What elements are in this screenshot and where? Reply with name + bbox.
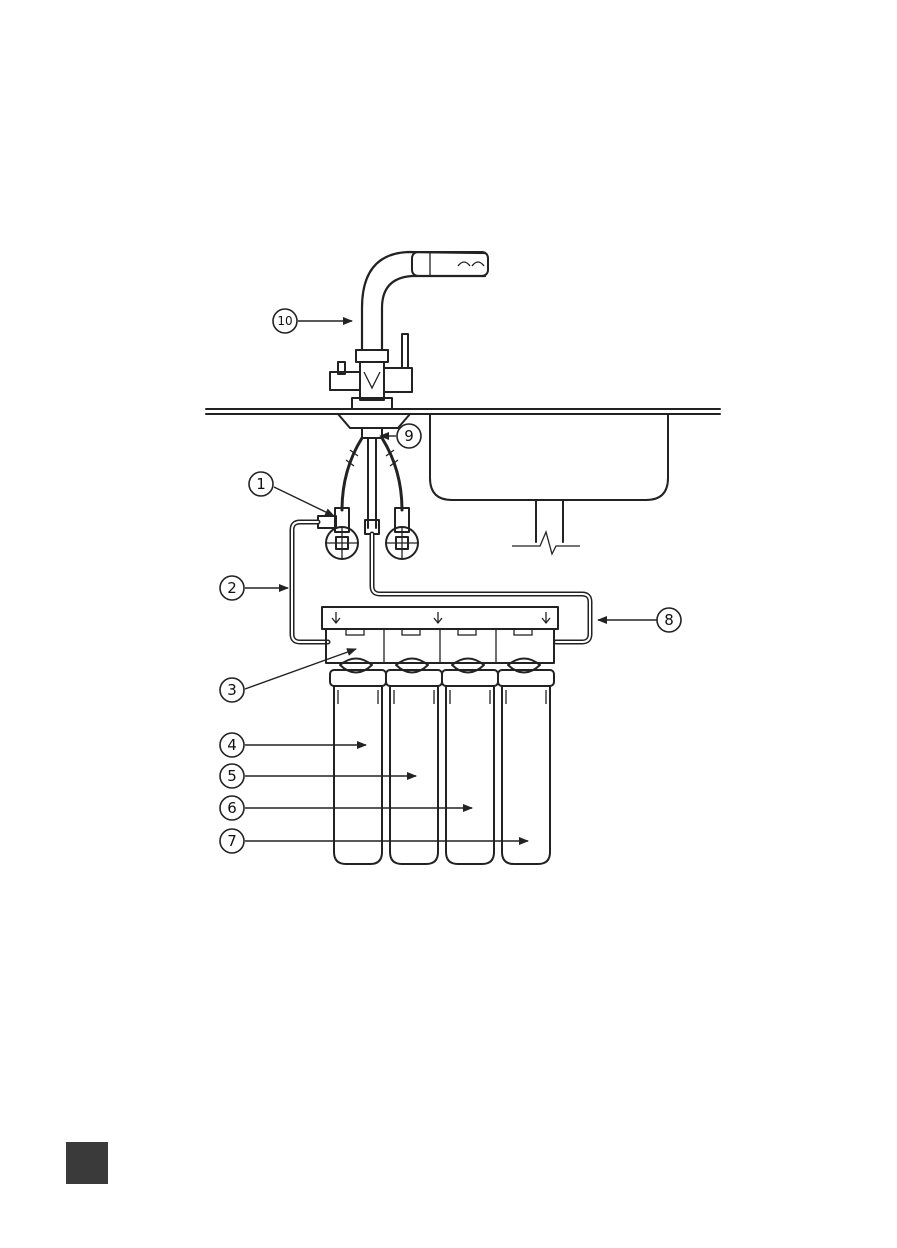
callout-4-label: 4 [227, 736, 237, 754]
callout-8: 8 [657, 608, 681, 632]
callout-2: 2 [220, 576, 244, 600]
callout-9: 9 [397, 424, 421, 448]
sink-basin [430, 414, 668, 554]
hot-water-angle-valve [386, 508, 418, 559]
callout-1-label: 1 [256, 475, 266, 493]
page-marker-block [66, 1142, 108, 1184]
faucet [330, 252, 488, 409]
callout-5: 5 [220, 764, 244, 788]
callout-3: 3 [220, 678, 244, 702]
callout-7: 7 [220, 829, 244, 853]
filter-cartridge-3 [442, 659, 498, 865]
callout-8-label: 8 [664, 611, 674, 629]
callout-6: 6 [220, 796, 244, 820]
callout-10-label: 10 [277, 314, 292, 328]
callout-9-label: 9 [404, 427, 414, 445]
callout-1: 1 [249, 472, 273, 496]
cold-water-angle-valve [318, 508, 358, 559]
callout-7-label: 7 [227, 832, 237, 850]
callout-4: 4 [220, 733, 244, 757]
callout-5-label: 5 [227, 767, 237, 785]
filter-cartridge-4 [498, 659, 554, 865]
countertop [206, 409, 720, 414]
callout-10: 10 [273, 309, 297, 333]
mounting-bracket [322, 607, 558, 629]
filter-cartridge-1 [330, 659, 386, 865]
callout-6-label: 6 [227, 799, 237, 817]
leader-line-1 [274, 487, 334, 516]
callout-2-label: 2 [227, 579, 237, 597]
callout-3-label: 3 [227, 681, 237, 699]
filter-cartridge-2 [386, 659, 442, 865]
